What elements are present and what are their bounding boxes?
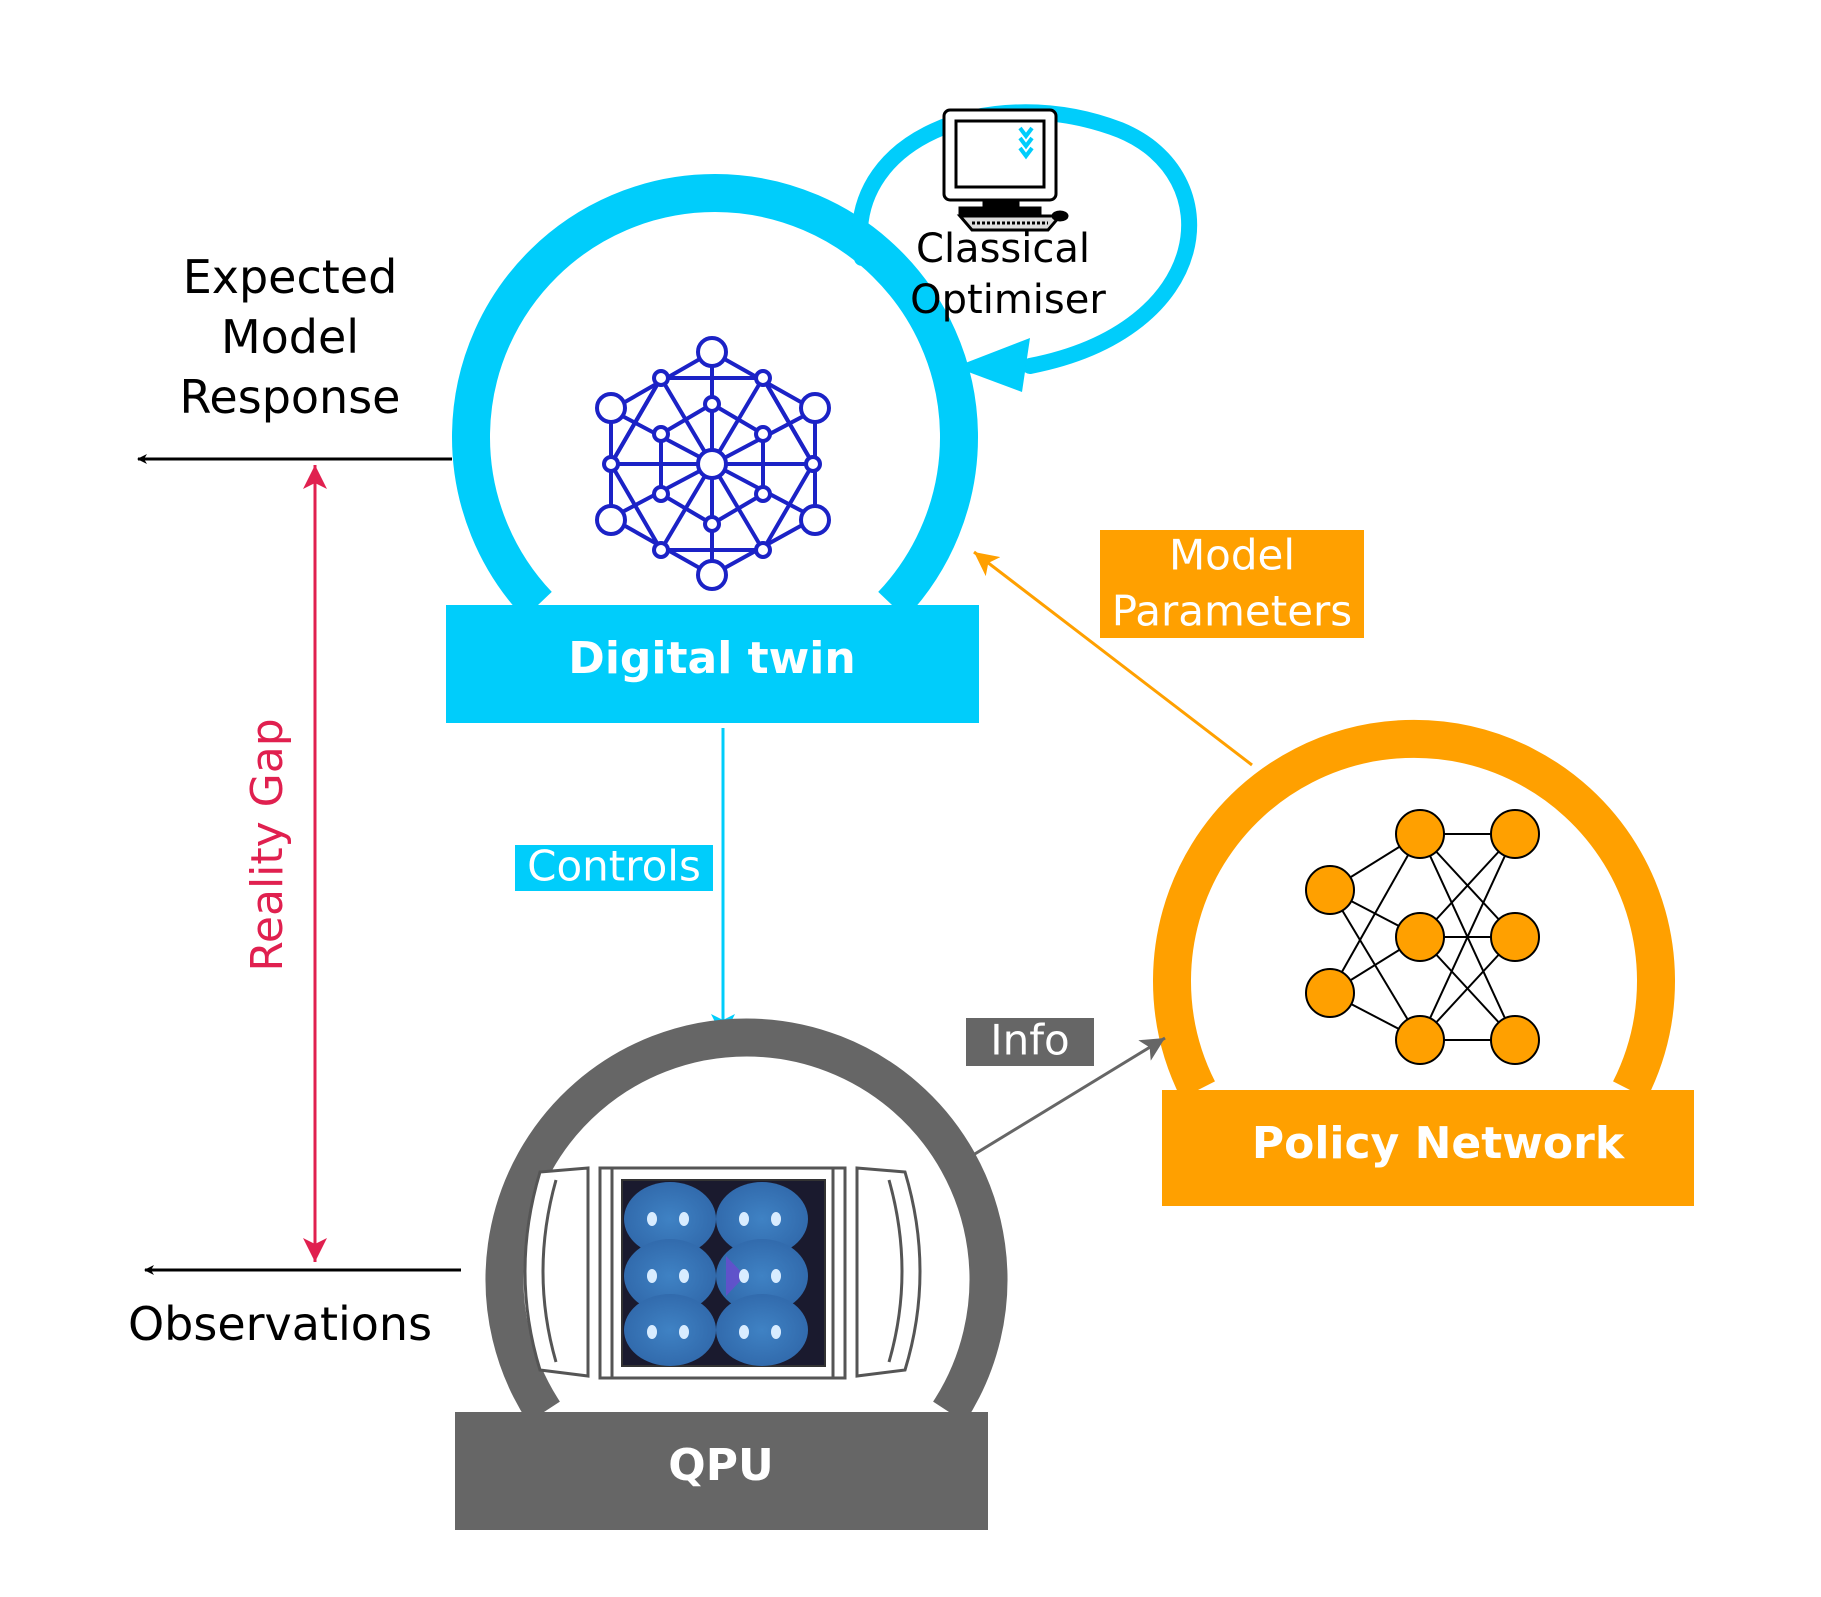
hexagon-lattice-icon xyxy=(595,336,831,591)
model-parameters-line1: Model xyxy=(1169,531,1295,580)
qpu-node: QPU xyxy=(455,1018,1008,1530)
info-arrow xyxy=(959,1036,1166,1165)
optimiser-loop: Classical Optimiser xyxy=(852,104,1198,392)
controls-label-bg xyxy=(515,845,713,891)
policy-network-dome xyxy=(1153,719,1675,1099)
classical-optimiser-line1: Classical xyxy=(916,226,1090,272)
model-parameters-line2: Parameters xyxy=(1112,587,1352,636)
digital-twin-dome xyxy=(452,174,978,619)
expected-response-line1: Expected xyxy=(183,250,398,304)
qpu-base xyxy=(455,1412,988,1530)
policy-network-label: Policy Network xyxy=(1252,1118,1626,1169)
model-parameters-label-bg xyxy=(1100,530,1364,638)
neural-network-icon xyxy=(1305,809,1540,1065)
controls-label: Controls xyxy=(527,842,701,891)
observations-label: Observations xyxy=(128,1297,432,1351)
qubit-chip-icon xyxy=(523,1166,922,1380)
policy-network-base xyxy=(1162,1090,1694,1206)
qpu-label: QPU xyxy=(668,1440,773,1491)
info-label-bg xyxy=(966,1018,1094,1066)
policy-network-node: Policy Network xyxy=(1153,719,1694,1206)
info-label: Info xyxy=(990,1016,1070,1065)
digital-twin-label: Digital twin xyxy=(568,633,855,684)
qpu-dome xyxy=(485,1018,1008,1423)
model-parameters-arrow xyxy=(973,550,1253,767)
reality-gap-label: Reality Gap xyxy=(242,718,293,971)
desktop-computer-icon xyxy=(942,108,1069,232)
expected-response-line2: Model xyxy=(221,310,359,364)
digital-twin-base xyxy=(446,605,979,723)
digital-twin-node: Digital twin xyxy=(446,174,979,723)
classical-optimiser-line2: Optimiser xyxy=(910,277,1106,323)
expected-response-line3: Response xyxy=(180,370,401,424)
optimiser-loop-arrow xyxy=(852,104,1198,374)
optimiser-loop-arrowhead xyxy=(955,338,1030,392)
